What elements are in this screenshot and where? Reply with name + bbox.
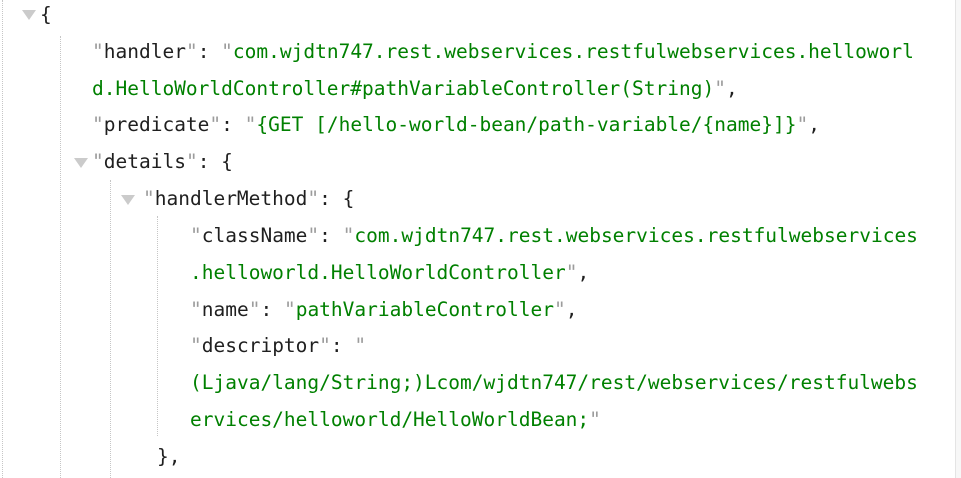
quote-mark: " bbox=[553, 297, 566, 321]
indent-guide-line bbox=[60, 36, 61, 478]
json-line: "descriptor": " bbox=[0, 328, 955, 365]
quote-mark: " bbox=[307, 223, 320, 247]
json-line: "name": "pathVariableController", bbox=[0, 292, 955, 329]
quote-mark: " bbox=[190, 334, 202, 358]
json-key: details bbox=[103, 150, 186, 174]
json-line: .helloworld.HelloWorldController", bbox=[0, 255, 955, 292]
json-punctuation: : bbox=[260, 297, 284, 321]
json-punctuation: , bbox=[808, 113, 820, 137]
json-punctuation: : bbox=[319, 223, 343, 247]
json-line: "handler": "com.wjdtn747.rest.webservice… bbox=[0, 34, 955, 71]
quote-mark: " bbox=[714, 76, 726, 100]
quote-mark: " bbox=[796, 113, 809, 137]
json-punctuation: , bbox=[577, 260, 590, 284]
quote-mark: " bbox=[248, 297, 261, 321]
json-string-value: com.wjdtn747.rest.webservices.restfulweb… bbox=[232, 39, 914, 63]
indent-guide-line bbox=[110, 180, 111, 478]
json-punctuation: , bbox=[565, 297, 578, 321]
json-punctuation: : { bbox=[319, 187, 355, 211]
json-key: className bbox=[201, 223, 308, 247]
json-line: "details": { bbox=[0, 144, 955, 181]
json-string-value: ervices/helloworld/HelloWorldBean; bbox=[190, 408, 590, 432]
quote-mark: " bbox=[283, 297, 296, 321]
quote-mark: " bbox=[190, 297, 202, 321]
json-punctuation: : bbox=[197, 39, 222, 63]
json-line: { bbox=[0, 0, 955, 34]
json-key: predicate bbox=[103, 113, 210, 137]
collapse-toggle-icon[interactable] bbox=[121, 194, 135, 205]
indent-guide-line bbox=[2, 0, 3, 478]
json-punctuation: : bbox=[330, 334, 355, 358]
json-punctuation: { bbox=[40, 3, 52, 26]
collapse-toggle-icon[interactable] bbox=[74, 157, 88, 168]
json-string-value: pathVariableController bbox=[295, 297, 554, 321]
json-line: ervices/helloworld/HelloWorldBean;" bbox=[0, 402, 955, 439]
json-key: name bbox=[201, 297, 249, 321]
json-line: (Ljava/lang/String;)Lcom/wjdtn747/rest/w… bbox=[0, 365, 955, 402]
indent-guide-line bbox=[157, 216, 158, 436]
quote-mark: " bbox=[221, 39, 233, 63]
json-key: descriptor bbox=[201, 334, 320, 358]
json-key: handler bbox=[103, 39, 186, 63]
quote-mark: " bbox=[185, 39, 198, 63]
quote-mark: " bbox=[190, 223, 202, 247]
collapse-toggle-icon[interactable] bbox=[22, 10, 36, 21]
json-line: }, bbox=[0, 439, 955, 476]
quote-mark: " bbox=[143, 187, 155, 211]
json-punctuation: : bbox=[221, 113, 245, 137]
quote-mark: " bbox=[92, 150, 104, 174]
quote-mark: " bbox=[92, 39, 104, 63]
json-string-value: {GET [/hello-world-bean/path-variable/{n… bbox=[256, 113, 797, 137]
quote-mark: " bbox=[342, 223, 355, 247]
json-punctuation: : { bbox=[197, 150, 233, 174]
quote-mark: " bbox=[92, 113, 104, 137]
quote-mark: " bbox=[589, 408, 601, 432]
quote-mark: " bbox=[185, 150, 198, 174]
json-line: "predicate": "{GET [/hello-world-bean/pa… bbox=[0, 107, 955, 144]
json-string-value: com.wjdtn747.rest.webservices.restfulweb… bbox=[354, 223, 918, 247]
json-string-value: .helloworld.HelloWorldController bbox=[190, 260, 566, 284]
json-punctuation: , bbox=[725, 76, 738, 100]
quote-mark: " bbox=[307, 187, 320, 211]
json-line: "handlerMethod": { bbox=[0, 181, 955, 218]
json-line: d.HelloWorldController#pathVariableContr… bbox=[0, 71, 955, 108]
quote-mark: " bbox=[209, 113, 222, 137]
json-punctuation: }, bbox=[157, 444, 181, 468]
json-line: "className": "com.wjdtn747.rest.webservi… bbox=[0, 218, 955, 255]
quote-mark: " bbox=[244, 113, 257, 137]
json-string-value: (Ljava/lang/String;)Lcom/wjdtn747/rest/w… bbox=[190, 371, 918, 395]
json-key: handlerMethod bbox=[154, 187, 308, 211]
json-string-value: d.HelloWorldController#pathVariableContr… bbox=[92, 76, 715, 100]
quote-mark: " bbox=[319, 334, 331, 358]
quote-mark: " bbox=[565, 260, 578, 284]
scrollbar-track[interactable] bbox=[955, 0, 961, 478]
quote-mark: " bbox=[354, 334, 367, 358]
